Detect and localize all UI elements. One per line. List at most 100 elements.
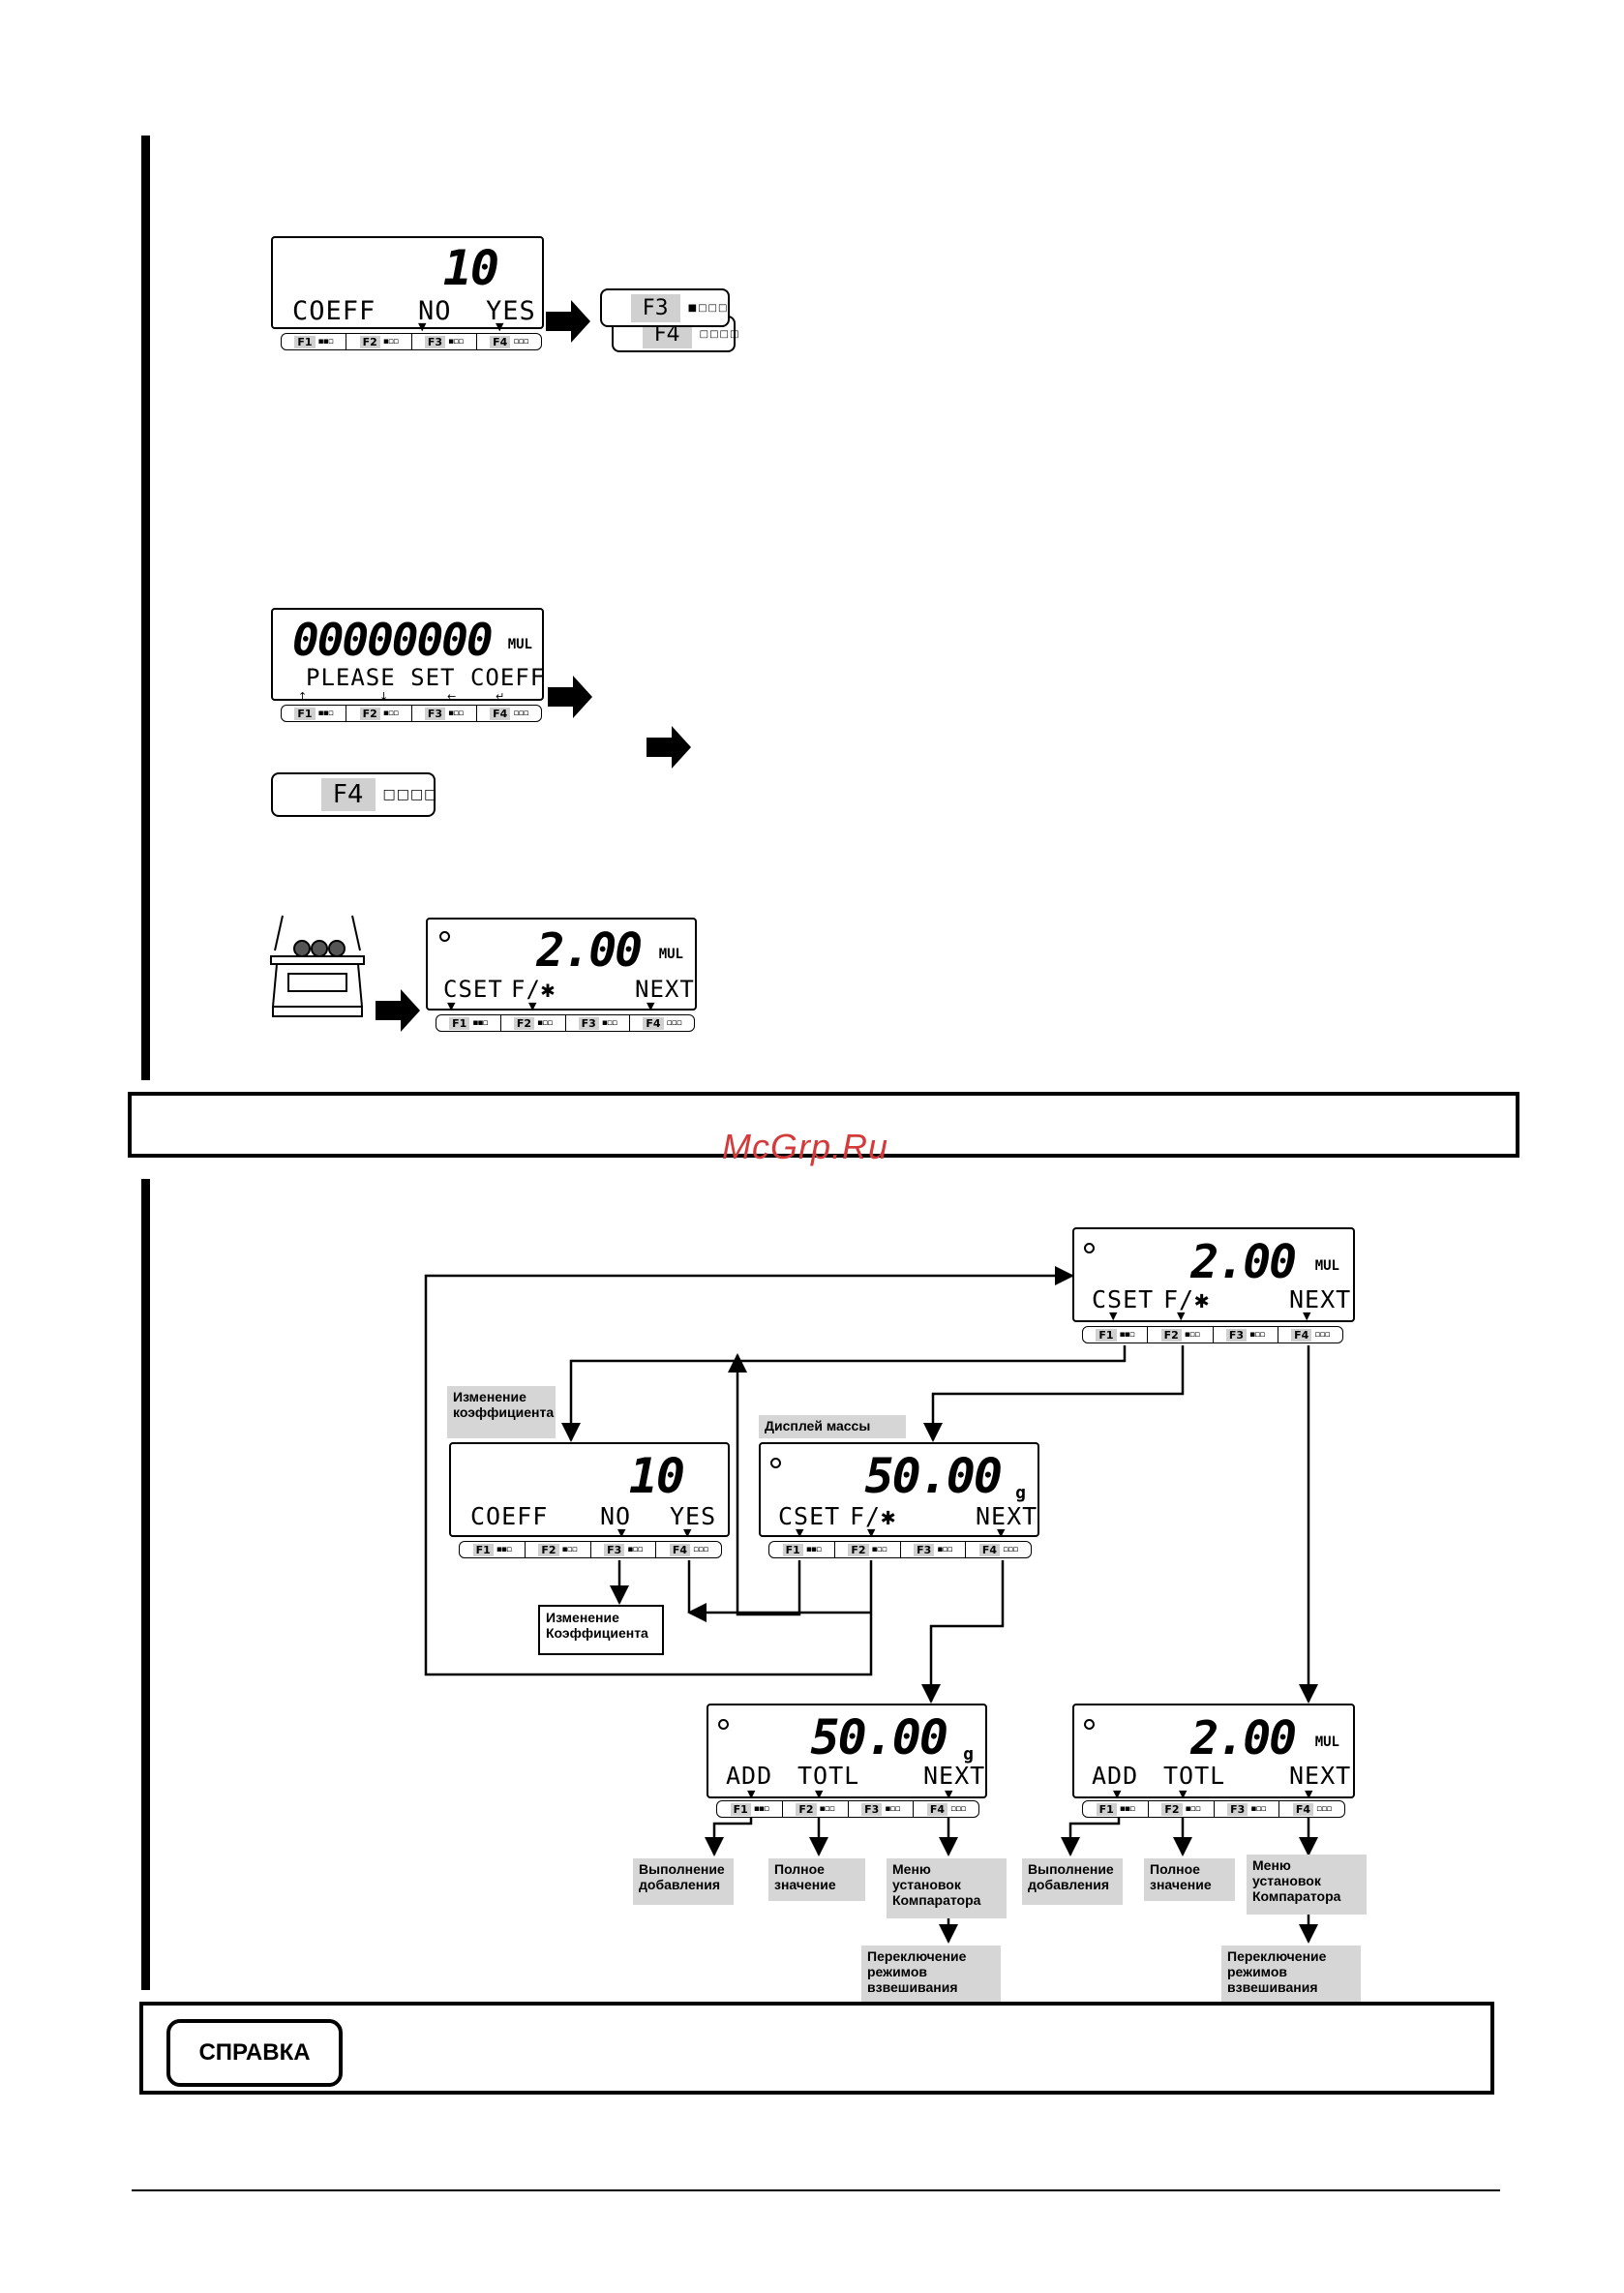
label-total-value: Полное значение	[768, 1858, 865, 1901]
lcd-label-f: F/✱	[850, 1502, 897, 1530]
fkey-f4[interactable]: F4▫▫▫	[630, 1015, 694, 1031]
fkey-f1[interactable]: F1▪▪▫	[1083, 1327, 1149, 1343]
lcd-label-totl: TOTL	[797, 1762, 860, 1790]
function-key-bar: F1▪▪▫ F2▪▫▫ F3▪▫▫ F4▫▫▫	[1082, 1326, 1343, 1343]
lcd-label-next: NEXT	[923, 1762, 986, 1790]
lcd-label-next: NEXT	[1289, 1285, 1352, 1313]
pointer-f2-icon: ▼	[815, 1788, 824, 1800]
fkey-f2[interactable]: F2▪▫▫	[1148, 1327, 1214, 1343]
fkey-f3[interactable]: F3▪▫▫	[1214, 1327, 1278, 1343]
lcd-label-cset: CSET	[1092, 1285, 1155, 1313]
pointer-f4-icon: ▼	[1305, 1788, 1313, 1800]
lcd-label-coeff: COEFF	[292, 296, 376, 326]
pointer-f2-icon: ▼	[1179, 1788, 1188, 1800]
lcd-label-cset: CSET	[443, 976, 503, 1003]
label-comparator-menu: Меню установок Компаратора	[1247, 1855, 1367, 1915]
stable-indicator-icon	[1084, 1243, 1095, 1253]
fkey-f2[interactable]: F2▪▫▫	[835, 1542, 901, 1557]
cursor-left-icon: ←	[447, 690, 457, 703]
fkey-f3[interactable]: F3▪▫▫	[412, 706, 477, 721]
function-key-bar: F1▪▪▫ F2▪▫▫ F3▪▫▫ F4▫▫▫	[1082, 1800, 1345, 1818]
cursor-down-icon: ↓	[379, 690, 389, 703]
pointer-f3-icon: ▼	[418, 320, 427, 333]
fkey-f2[interactable]: F2▪▫▫	[783, 1801, 849, 1817]
lcd-label-coeff: COEFF	[470, 1502, 549, 1530]
lcd-value: 00000000	[292, 614, 494, 666]
fkey-f2[interactable]: F2▪▫▫	[501, 1015, 566, 1031]
pointer-f1-icon: ▼	[796, 1526, 804, 1539]
right-arrow-icon	[546, 300, 590, 343]
lcd-label-add: ADD	[1092, 1762, 1139, 1790]
fkey-f3[interactable]: F3▪▫▫	[849, 1801, 915, 1817]
pointer-f4-icon: ▼	[647, 1000, 655, 1012]
fkey-f1[interactable]: F1▪▪▫	[769, 1542, 835, 1557]
lcd-flow-cset-mul: 2.00 MUL CSET F/✱ NEXT ▼ ▼ ▼	[1072, 1227, 1355, 1322]
label-switch-modes: Переключение режимов взвешивания	[861, 1946, 1001, 2006]
fkey-f1[interactable]: F1▪▪▫	[282, 706, 347, 721]
lcd-label-next: NEXT	[1289, 1762, 1352, 1790]
fkey-f4[interactable]: F4▫▫▫	[477, 706, 541, 721]
weighing-scale-icon	[270, 915, 365, 1017]
pointer-f1-icon: ▼	[447, 1000, 456, 1012]
lcd-label-no: NO	[418, 296, 452, 326]
fkey-f4[interactable]: F4▫▫▫	[966, 1542, 1031, 1557]
key-f3-large[interactable]: F3 ■□□□	[600, 288, 730, 327]
fkey-f3[interactable]: F3▪▫▫	[412, 334, 477, 349]
label-switch-modes: Переключение режимов взвешивания	[1221, 1946, 1361, 2006]
fkey-f2[interactable]: F2▪▫▫	[1149, 1801, 1215, 1817]
lcd-unit: MUL	[1314, 1258, 1339, 1274]
function-key-bar: F1▪▪▫ F2▪▫▫ F3▪▫▫ F4▫▫▫	[281, 705, 542, 722]
lcd-coeff-display: 10 COEFF NO YES ▼ ▼	[271, 236, 544, 333]
lcd-flow-coeff: 10 COEFF NO YES ▼ ▼	[449, 1442, 730, 1539]
lcd-value: 10	[628, 1448, 685, 1504]
lcd-unit: MUL	[507, 637, 532, 652]
lcd-label-totl: TOTL	[1163, 1762, 1226, 1790]
fkey-f4[interactable]: F4▫▫▫	[656, 1542, 721, 1557]
fkey-f4[interactable]: F4▫▫▫	[1278, 1327, 1342, 1343]
fkey-f3[interactable]: F3▪▫▫	[566, 1015, 631, 1031]
function-key-bar: F1▪▪▫ F2▪▫▫ F3▪▫▫ F4▫▫▫	[768, 1541, 1032, 1558]
pointer-f1-icon: ▼	[1109, 1310, 1118, 1322]
pointer-f1-icon: ▼	[747, 1788, 756, 1800]
lcd-value: 50.00	[810, 1709, 948, 1765]
note-badge: СПРАВКА	[166, 2019, 343, 2087]
lcd-value: 2.00	[536, 923, 643, 978]
fkey-f1[interactable]: F1▪▪▫	[717, 1801, 783, 1817]
fkey-f2[interactable]: F2▪▫▫	[346, 334, 412, 349]
function-key-bar: F1▪▪▫ F2▪▫▫ F3▪▫▫ F4▫▫▫	[459, 1541, 722, 1558]
footer-divider	[132, 2189, 1500, 2191]
fkey-f4[interactable]: F4▫▫▫	[1279, 1801, 1344, 1817]
pointer-f2-icon: ▼	[867, 1526, 876, 1539]
section-heading-box	[128, 1092, 1519, 1158]
label-mass-display: Дисплей массы	[759, 1415, 906, 1438]
section-bar-bottom	[141, 1179, 150, 1990]
lcd-label-next: NEXT	[635, 976, 695, 1003]
note-box	[139, 2002, 1494, 2095]
fkey-f1[interactable]: F1▪▪▫	[460, 1542, 526, 1557]
pointer-f4-icon: ▼	[997, 1526, 1006, 1539]
pointer-f2-icon: ▼	[1177, 1310, 1186, 1322]
fkey-f1[interactable]: F1▪▪▫	[282, 334, 347, 349]
lcd-flow-add-g: 50.00 g ADD TOTL NEXT ▼ ▼ ▼	[707, 1704, 987, 1800]
pointer-f4-icon: ▼	[683, 1526, 692, 1539]
fkey-f1[interactable]: F1▪▪▫	[1083, 1801, 1149, 1817]
label-perform-add: Выполнение добавления	[633, 1858, 734, 1905]
fkey-f3[interactable]: F3▪▫▫	[1215, 1801, 1280, 1817]
pointer-f4-icon: ▼	[496, 320, 504, 333]
lcd-unit: MUL	[658, 947, 683, 962]
fkey-f4[interactable]: F4▫▫▫	[914, 1801, 978, 1817]
key-f4-large[interactable]: F4 □□□□	[271, 772, 436, 817]
pointer-f2-icon: ▼	[528, 1000, 537, 1012]
lcd-label-f: F/✱	[511, 976, 556, 1003]
fkey-f4[interactable]: F4▫▫▫	[477, 334, 541, 349]
fkey-f2[interactable]: F2▪▫▫	[346, 706, 412, 721]
fkey-f2[interactable]: F2▪▫▫	[526, 1542, 591, 1557]
lcd-unit: g	[1015, 1483, 1026, 1503]
right-arrow-icon	[647, 726, 691, 769]
lcd-value: 10	[442, 240, 499, 296]
lcd-label-cset: CSET	[778, 1502, 841, 1530]
fkey-f3[interactable]: F3▪▫▫	[901, 1542, 967, 1557]
fkey-f1[interactable]: F1▪▪▫	[436, 1015, 501, 1031]
fkey-f3[interactable]: F3▪▫▫	[591, 1542, 657, 1557]
stable-indicator-icon	[770, 1458, 781, 1468]
